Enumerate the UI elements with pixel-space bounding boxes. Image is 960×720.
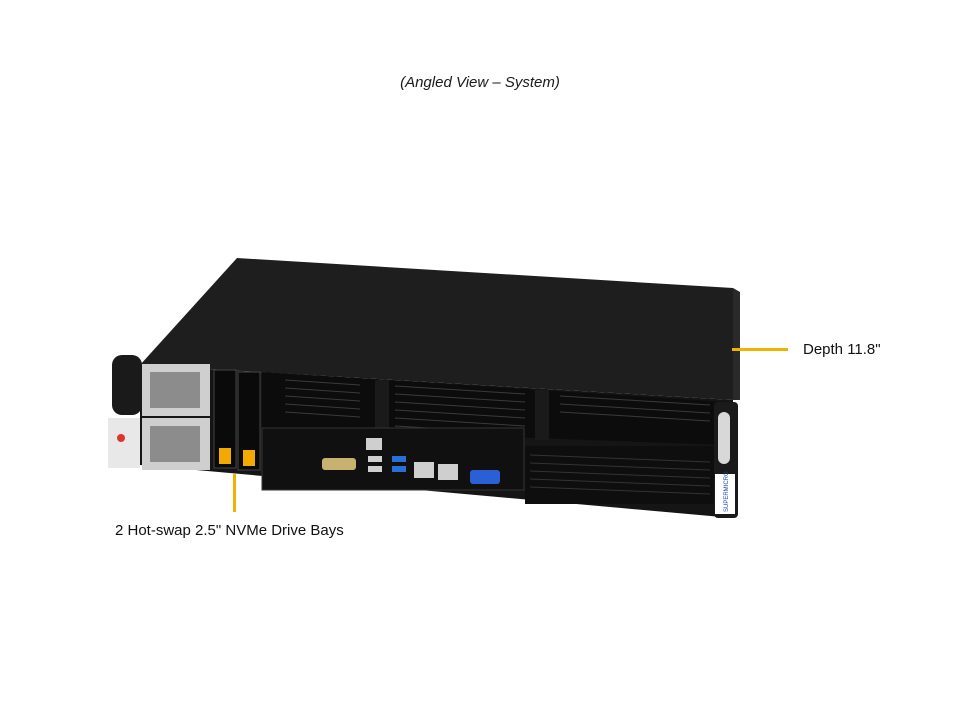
svg-text:SUPERMICRO: SUPERMICRO <box>724 471 730 512</box>
ethernet-port-1 <box>366 438 382 450</box>
ethernet-port-3 <box>438 464 458 480</box>
usb3-port-2 <box>392 466 406 472</box>
vga-port <box>470 470 500 484</box>
drive-bay-2 <box>237 371 261 471</box>
chassis-top <box>140 258 733 400</box>
drive-tray-latch-2 <box>243 450 255 466</box>
drive-bays-callout: 2 Hot-swap 2.5" NVMe Drive Bays <box>115 522 344 539</box>
usb3-port-1 <box>392 456 406 462</box>
brand-badge <box>715 474 735 514</box>
serial-port <box>322 458 356 470</box>
drive-tray-latch-1 <box>219 448 231 464</box>
drive-bay-1 <box>213 369 237 469</box>
chassis-side <box>733 288 740 400</box>
usb-port-2 <box>368 466 382 472</box>
view-caption: (Angled View – System) <box>400 74 560 91</box>
depth-callout: Depth 11.8" <box>803 341 881 358</box>
ethernet-port-2 <box>414 462 434 478</box>
drive-bays-leader-line <box>233 474 236 512</box>
depth-leader-line <box>732 348 788 351</box>
power-button-icon <box>117 434 125 442</box>
usb-port-1 <box>368 456 382 462</box>
psu-handle <box>112 355 142 415</box>
